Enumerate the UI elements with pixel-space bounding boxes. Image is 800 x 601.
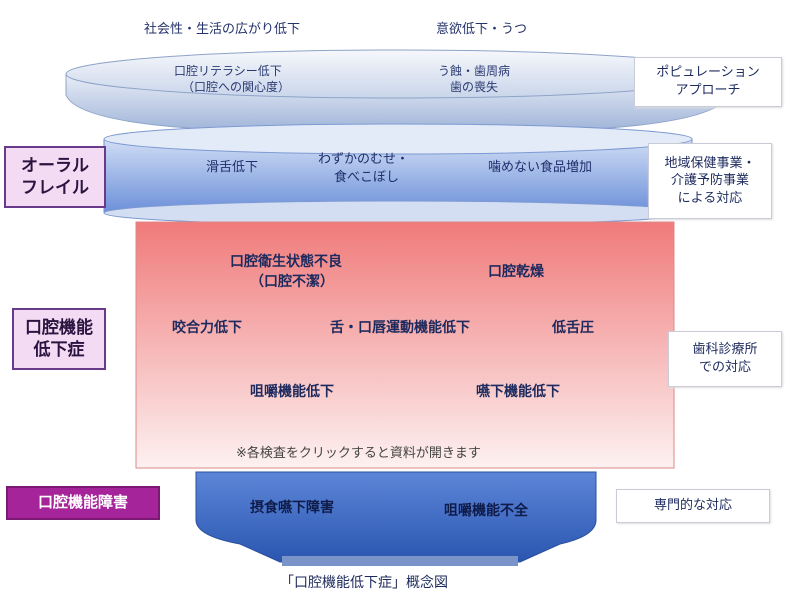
- test-masticatory[interactable]: 咀嚼機能低下: [250, 384, 334, 400]
- stage1-item-caries: う蝕・歯周病: [438, 64, 511, 78]
- stage1-item-interest: （口腔への関心度）: [182, 80, 291, 94]
- stage1-item-tooth-loss: 歯の喪失: [450, 80, 499, 94]
- side-box-dental-clinic: 歯科診療所 での対応: [668, 331, 782, 387]
- click-note: ※各検査をクリックすると資料が開きます: [236, 446, 481, 461]
- test-oral-uncleanliness[interactable]: （口腔不潔）: [250, 274, 334, 290]
- top-label-depression: 意欲低下・うつ: [436, 22, 528, 37]
- stage2-item-choking: わずかのむせ・: [318, 152, 410, 167]
- side-box-specialist: 専門的な対応: [616, 489, 770, 523]
- label-oral-dysfunction: 口腔機能障害: [6, 486, 160, 520]
- top-label-social: 社会性・生活の広がり低下: [144, 22, 301, 37]
- diagram-caption: 「口腔機能低下症」概念図: [280, 575, 448, 591]
- test-bite-force[interactable]: 咬合力低下: [172, 320, 242, 336]
- stage2-item-spilling: 食べこぼし: [334, 170, 400, 185]
- stage3-block: [135, 221, 675, 469]
- test-tongue-lip-motor[interactable]: 舌・口唇運動機能低下: [330, 320, 470, 336]
- label-oral-frailty: オーラル フレイル: [4, 146, 106, 208]
- stage2-item-hard-foods: 噛めない食品増加: [488, 160, 593, 175]
- stage2-disc: [103, 123, 693, 226]
- stage4-funnel: [195, 471, 597, 566]
- stage4-item-dysphagia: 摂食嚥下障害: [250, 500, 334, 516]
- stage4-item-masticatory-failure: 咀嚼機能不全: [444, 503, 528, 519]
- side-box-community: 地域保健事業・ 介護予防事業 による対応: [648, 143, 772, 219]
- side-box-population: ポピュレーション アプローチ: [634, 57, 782, 107]
- stage1-item-literacy: 口腔リテラシー低下: [174, 64, 282, 78]
- stage1-disc: [65, 49, 729, 133]
- test-oral-hygiene[interactable]: 口腔衛生状態不良: [230, 254, 342, 270]
- stage2-item-articulation: 滑舌低下: [206, 160, 259, 175]
- test-tongue-pressure[interactable]: 低舌圧: [552, 320, 594, 336]
- test-swallowing[interactable]: 嚥下機能低下: [476, 384, 560, 400]
- test-dry-mouth[interactable]: 口腔乾燥: [488, 264, 544, 280]
- label-oral-hypofunction: 口腔機能 低下症: [12, 308, 106, 370]
